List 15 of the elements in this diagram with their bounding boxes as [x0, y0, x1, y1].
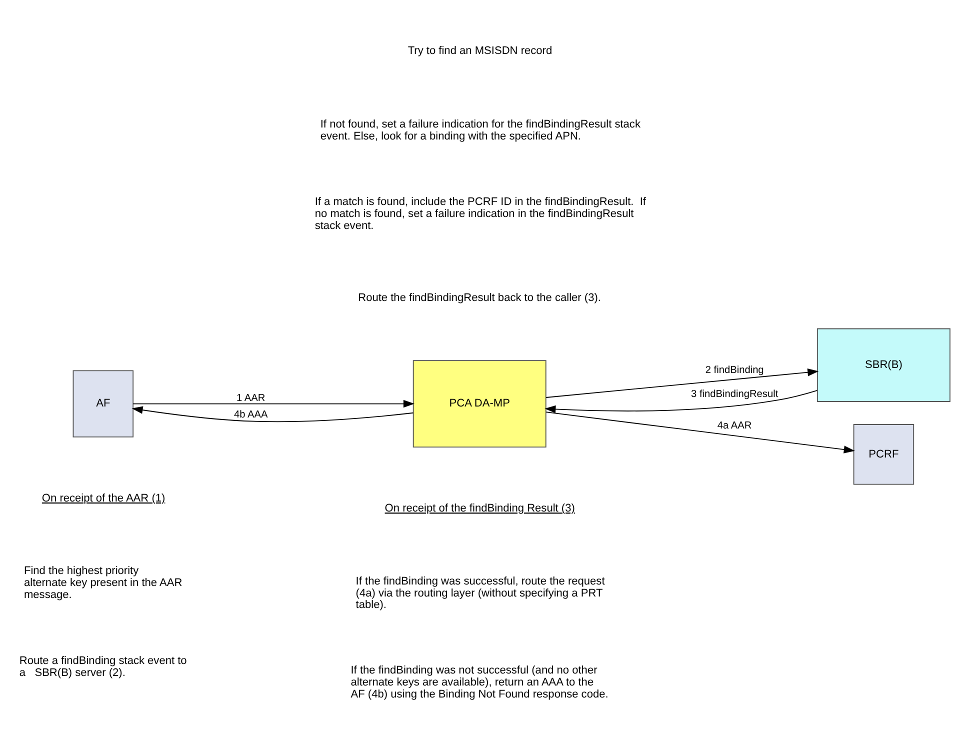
label: Route the findBindingResult back to the caller (3). [358, 291, 601, 304]
label: Try to find an MSISDN record [408, 44, 552, 57]
edge-label: 3 findBindingResult [691, 388, 778, 400]
label: If the findBinding was successful, route the request (4a) via the routing layer (without specifying a PRT table). [356, 574, 605, 611]
edge-label: 4a AAR [717, 420, 752, 431]
label: Route a findBinding stack event to a SBR(B) server (2). [19, 654, 187, 678]
label: On receipt of the AAR (1) [42, 492, 166, 504]
label: Find the highest priority alternate key present in the AAR message. [24, 564, 182, 601]
label: If not found, set a failure indication for the findBindingResult stack event. Else, look for a binding with the specified APN. [320, 118, 640, 142]
label: If the findBinding was not successful (and no other alternate keys are available), return an AAA to the AF (4b) using the Binding Not Found response code. [350, 664, 608, 700]
edge-label: 1 AAR [236, 392, 266, 404]
label: If a match is found, include the PCRF ID in the findBindingResult. If no match is found, set a failure indication in the findBindingResult stack event. [314, 196, 646, 232]
label: On receipt of the findBinding Result (3) [384, 502, 575, 514]
edge-label: 4b AAA [234, 408, 268, 420]
edge-label: 2 findBinding [705, 364, 764, 376]
